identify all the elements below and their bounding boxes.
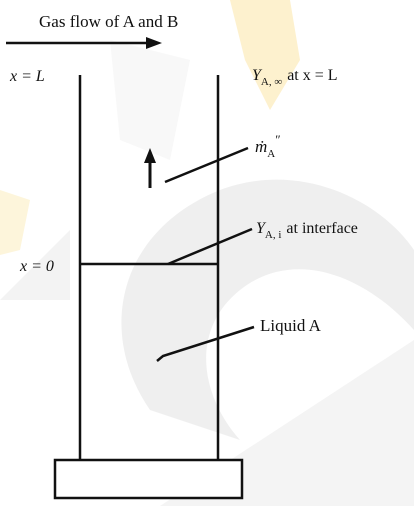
mass-flux-label: ṁA″ (255, 132, 281, 160)
mass-flux-symbol: ṁ (255, 137, 267, 156)
interface-leader-line (167, 227, 253, 266)
mass-flux-subscript: A (267, 148, 275, 160)
liquid-leader-line (156, 325, 255, 362)
mass-flux-superscript: ″ (275, 132, 280, 147)
x-equals-l-label: x = L (9, 68, 45, 85)
top-mass-fraction-label: YA, ∞ at x = L (252, 67, 338, 88)
top-mass-fraction-suffix: at x = L (287, 67, 337, 84)
gas-flow-label: Gas flow of A and B (39, 12, 178, 31)
top-mass-fraction-symbol: Y (252, 67, 263, 84)
liquid-a-label: Liquid A (260, 316, 322, 335)
top-mass-fraction-subscript: A, ∞ (261, 76, 282, 88)
x-equals-zero-label: x = 0 (19, 258, 54, 275)
flux-arrowhead (144, 148, 156, 163)
column-base (53, 458, 244, 500)
interface-mass-fraction-subscript: A, i (265, 229, 282, 241)
interface-mass-fraction-suffix: at interface (286, 220, 358, 237)
interface-mass-fraction-symbol: Y (256, 220, 267, 237)
gas-flow-arrowhead (146, 37, 162, 49)
flux-leader-line (164, 146, 249, 184)
interface-mass-fraction-label: YA, i at interface (256, 220, 358, 241)
